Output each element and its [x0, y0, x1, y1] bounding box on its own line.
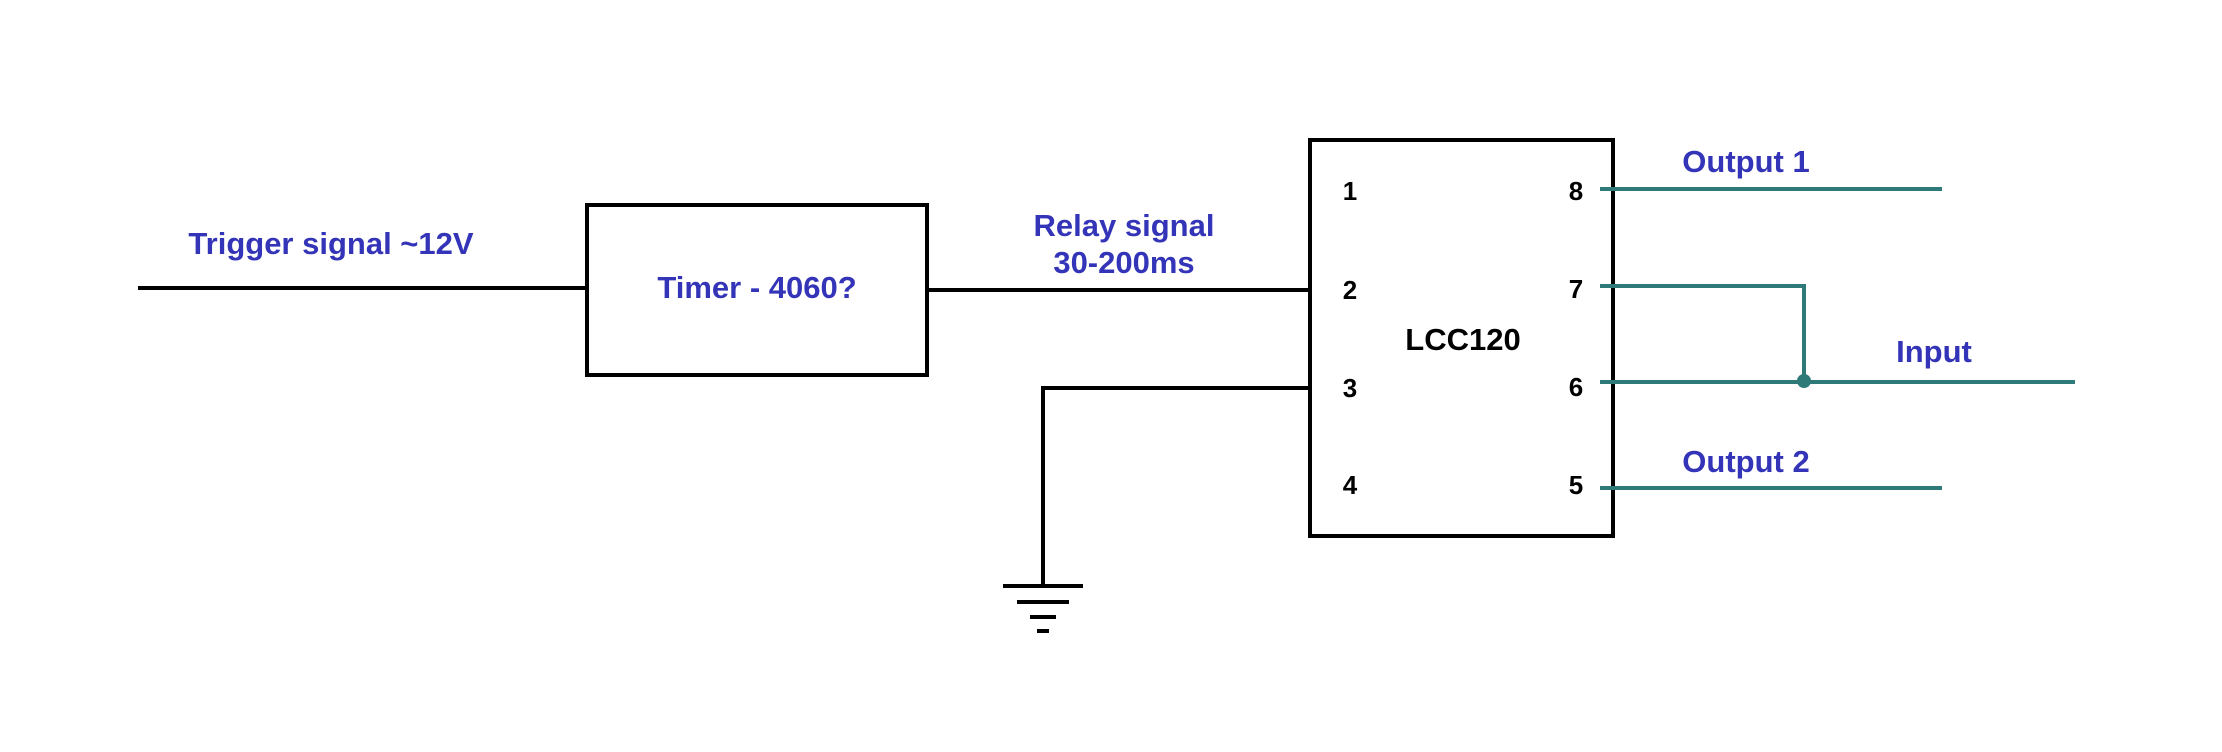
input-label: Input: [1896, 334, 1972, 369]
output2-label: Output 2: [1682, 444, 1809, 479]
ground-wire: [1041, 386, 1318, 585]
pin-2: 2: [1343, 275, 1357, 305]
pin-7: 7: [1569, 274, 1583, 304]
lcc120-chip: [1308, 138, 1615, 538]
pin7-bridge-wire: [1600, 284, 1806, 382]
pin-3: 3: [1343, 373, 1357, 403]
junction-dot: [1797, 374, 1811, 388]
chip-label: LCC120: [1405, 322, 1520, 357]
pin-6: 6: [1569, 372, 1583, 402]
relay-label-line2: 30-200ms: [1053, 245, 1194, 280]
ground-icon: [1003, 584, 1083, 633]
output1-label: Output 1: [1682, 144, 1809, 179]
pin-5: 5: [1569, 470, 1583, 500]
pin-1: 1: [1343, 176, 1357, 206]
pin-8: 8: [1569, 176, 1583, 206]
trigger-label: Trigger signal ~12V: [188, 226, 473, 261]
timer-label: Timer - 4060?: [657, 270, 856, 305]
pin-4: 4: [1343, 470, 1358, 500]
relay-label-line1: Relay signal: [1034, 208, 1215, 243]
